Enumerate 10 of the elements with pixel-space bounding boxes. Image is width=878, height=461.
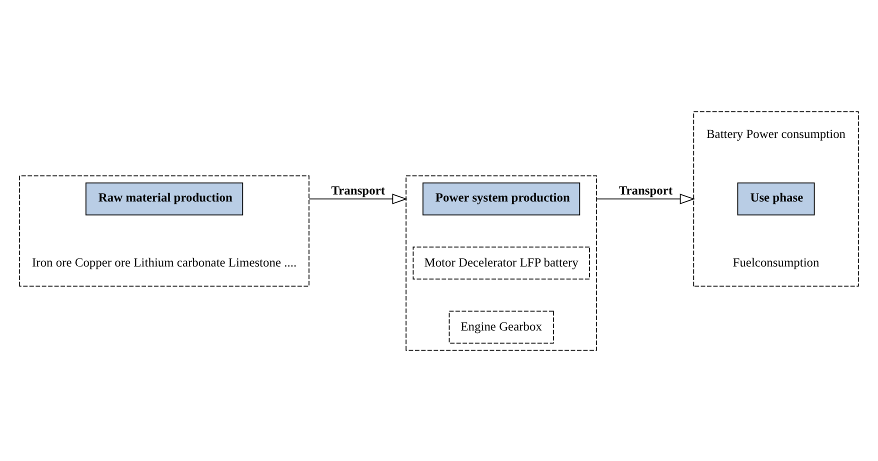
node-box: Engine Gearbox bbox=[448, 310, 554, 344]
edge-label: Transport bbox=[331, 183, 385, 198]
arrow bbox=[308, 193, 408, 204]
cluster bbox=[406, 174, 598, 350]
node-box: Use phase bbox=[737, 182, 815, 215]
edge-label: Transport bbox=[618, 183, 673, 198]
node-box: Motor Decelerator LFP battery bbox=[412, 246, 590, 280]
node-box: Power system production bbox=[422, 182, 580, 215]
arrow bbox=[596, 193, 695, 204]
node-box: Raw material production bbox=[86, 182, 244, 215]
